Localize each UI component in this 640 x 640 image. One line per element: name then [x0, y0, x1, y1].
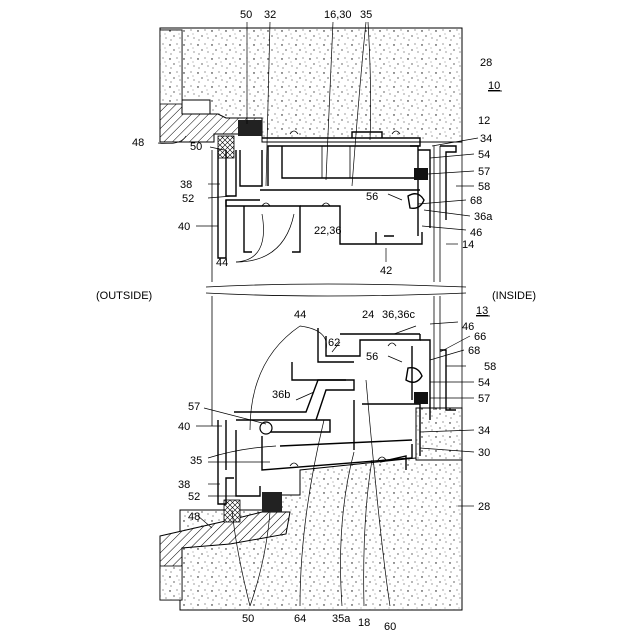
- figure-ref-upper: 10: [488, 80, 500, 92]
- reference-numeral-n34a: 34: [480, 133, 492, 145]
- reference-numeral-n30: 30: [478, 447, 490, 459]
- reference-numeral-n68a: 68: [470, 195, 482, 207]
- reference-numeral-n54a: 54: [478, 149, 490, 161]
- inside-label: (INSIDE): [492, 290, 536, 302]
- reference-numeral-n16_30: 16,30: [324, 9, 352, 21]
- lower-sealant-block: [262, 492, 282, 512]
- reference-numeral-n32: 32: [264, 9, 276, 21]
- lower-sill-cutout: [160, 566, 182, 600]
- reference-numeral-n60: 60: [384, 621, 396, 633]
- reference-numeral-n38a: 38: [180, 179, 192, 191]
- reference-numeral-n24: 24: [362, 309, 374, 321]
- outside-label: (OUTSIDE): [96, 290, 152, 302]
- break-line-lower: [206, 293, 466, 296]
- upper-lintel-cutout: [160, 30, 182, 104]
- reference-numeral-n52b: 52: [188, 491, 200, 503]
- reference-numeral-n14: 14: [462, 239, 474, 251]
- reference-numeral-n35b: 35: [190, 455, 202, 467]
- reference-numeral-n50b: 50: [190, 141, 202, 153]
- upper-sealant-block: [238, 120, 262, 136]
- reference-numeral-n40b: 40: [178, 421, 190, 433]
- reference-numeral-n52a: 52: [182, 193, 194, 205]
- reference-numeral-n35a_top: 35: [360, 9, 372, 21]
- reference-numeral-n56b: 56: [366, 351, 378, 363]
- reference-numeral-n57b: 57: [478, 393, 490, 405]
- reference-numeral-n56a: 56: [366, 191, 378, 203]
- reference-numeral-n40a: 40: [178, 221, 190, 233]
- reference-numeral-n48b: 48: [188, 511, 200, 523]
- reference-numeral-n22_36: 22,36: [314, 225, 342, 237]
- reference-numeral-n46a: 46: [470, 227, 482, 239]
- lower-right-concrete: [416, 408, 462, 460]
- reference-numeral-n48a: 48: [132, 137, 144, 149]
- reference-numeral-n28b: 28: [478, 501, 490, 513]
- reference-numeral-n34b: 34: [478, 425, 490, 437]
- reference-numeral-n44b: 44: [294, 309, 306, 321]
- reference-numeral-n28a: 28: [480, 57, 492, 69]
- reference-numeral-n36_36c: 36,36c: [382, 309, 416, 321]
- reference-numeral-n62: 62: [328, 337, 340, 349]
- reference-numeral-n12: 12: [478, 115, 490, 127]
- reference-numeral-n36a: 36a: [474, 211, 493, 223]
- reference-numeral-n42: 42: [380, 265, 392, 277]
- figure-ref-lower: 13: [476, 305, 488, 317]
- reference-numeral-n35a: 35a: [332, 613, 351, 625]
- reference-numeral-n57c: 57: [188, 401, 200, 413]
- reference-numeral-n50c: 50: [242, 613, 254, 625]
- reference-numeral-n18: 18: [358, 617, 370, 629]
- reference-numeral-n68b: 68: [468, 345, 480, 357]
- reference-numeral-n64: 64: [294, 613, 306, 625]
- reference-numeral-n36b: 36b: [272, 389, 290, 401]
- reference-numeral-n54b: 54: [478, 377, 490, 389]
- reference-numeral-n50a: 50: [240, 9, 252, 21]
- reference-numeral-n38b: 38: [178, 479, 190, 491]
- reference-numeral-n66: 66: [474, 331, 486, 343]
- reference-numeral-n58b: 58: [484, 361, 496, 373]
- reference-numeral-n44a: 44: [216, 257, 228, 269]
- reference-numeral-n58a: 58: [478, 181, 490, 193]
- break-line-upper: [206, 284, 466, 287]
- upper-frame-profile: [218, 131, 456, 258]
- reference-numeral-n46b: 46: [462, 321, 474, 333]
- reference-numeral-n57a: 57: [478, 166, 490, 178]
